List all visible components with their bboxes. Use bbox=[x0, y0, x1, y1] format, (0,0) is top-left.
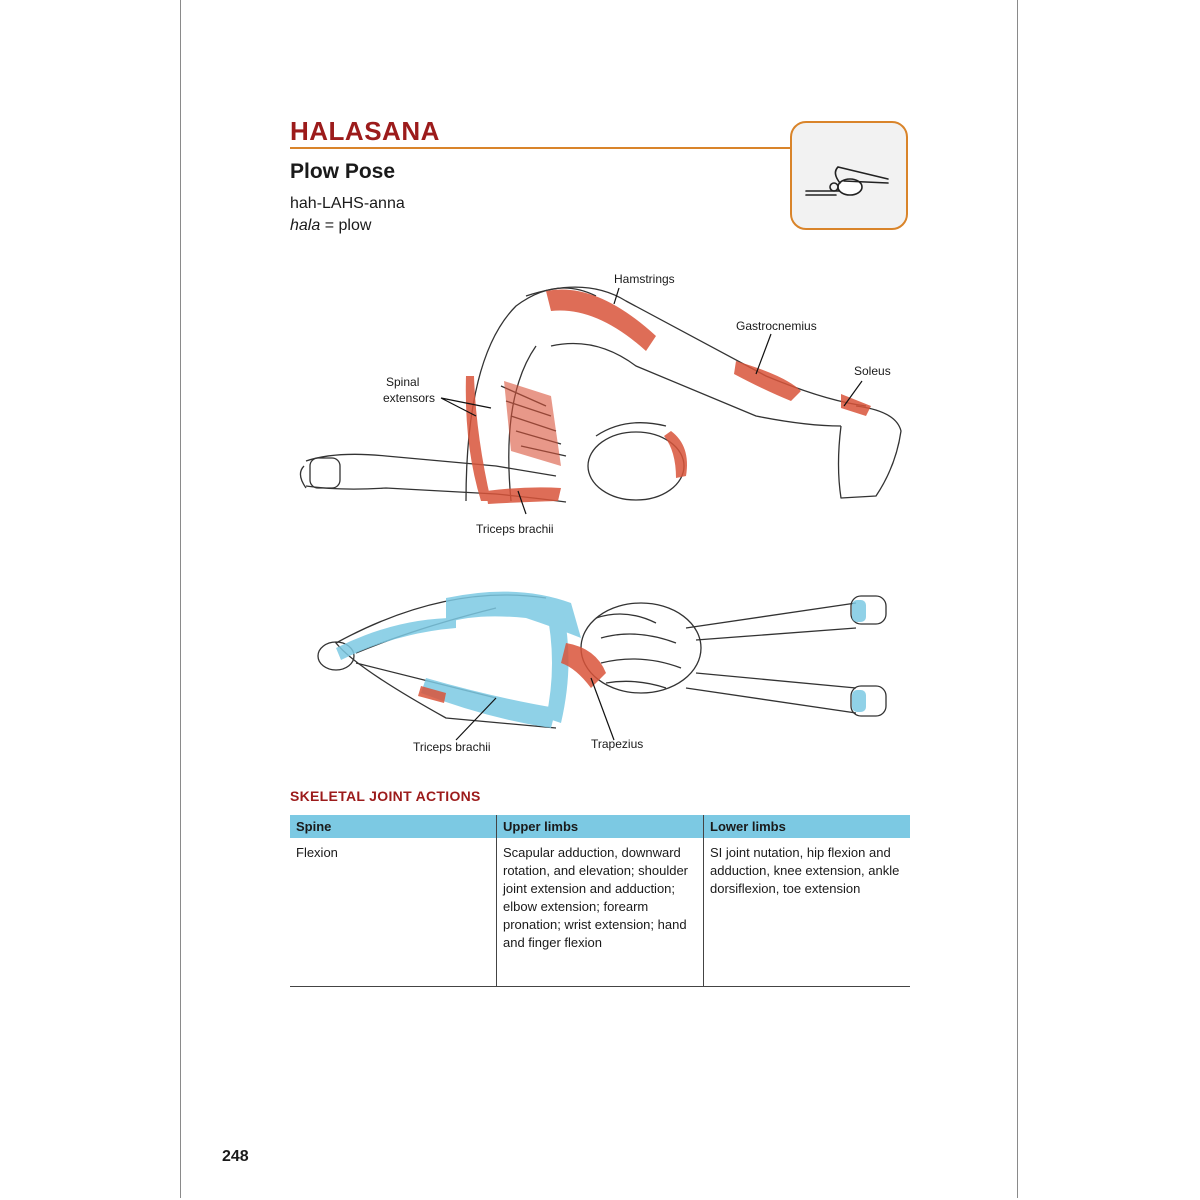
pronunciation: hah-LAHS-anna bbox=[290, 195, 405, 212]
table-cell: SI joint nutation, hip flexion and adduc… bbox=[703, 838, 910, 987]
meaning-rest: = plow bbox=[320, 217, 372, 234]
label-spinal: Spinal bbox=[386, 375, 420, 389]
plow-side-illustration bbox=[299, 286, 902, 515]
plow-back-illustration bbox=[317, 591, 887, 741]
label-hamstrings: Hamstrings bbox=[614, 272, 675, 286]
column-header: Spine bbox=[290, 815, 497, 838]
page-border bbox=[180, 0, 1018, 1198]
column-header: Upper limbs bbox=[496, 815, 704, 838]
label-trapezius: Trapezius bbox=[591, 737, 644, 751]
column-header: Lower limbs bbox=[703, 815, 910, 838]
pose-subtitle: Plow Pose bbox=[290, 160, 396, 183]
joint-actions-heading: SKELETAL JOINT ACTIONS bbox=[290, 788, 481, 804]
table-row: Flexion Scapular adduction, downward rot… bbox=[290, 838, 910, 987]
label-extensors: extensors bbox=[383, 391, 436, 405]
label-gastrocnemius: Gastrocnemius bbox=[736, 319, 817, 333]
table-header-row: Spine Upper limbs Lower limbs bbox=[290, 815, 910, 838]
table-cell: Flexion bbox=[290, 838, 497, 987]
title-rule bbox=[290, 147, 792, 149]
label-triceps-top: Triceps brachii bbox=[476, 522, 554, 536]
page-number: 248 bbox=[222, 1148, 249, 1165]
pose-thumbnail bbox=[790, 121, 908, 230]
label-triceps-bottom: Triceps brachii bbox=[413, 740, 491, 754]
joint-actions-table: Spine Upper limbs Lower limbs Flexion Sc… bbox=[290, 815, 910, 987]
meaning: hala = plow bbox=[290, 217, 371, 235]
meaning-term: hala bbox=[290, 217, 321, 234]
pose-title: HALASANA bbox=[290, 116, 440, 146]
label-soleus: Soleus bbox=[854, 364, 891, 378]
table-cell: Scapular adduction, downward rotation, a… bbox=[496, 838, 704, 987]
plow-pose-icon bbox=[805, 166, 889, 196]
